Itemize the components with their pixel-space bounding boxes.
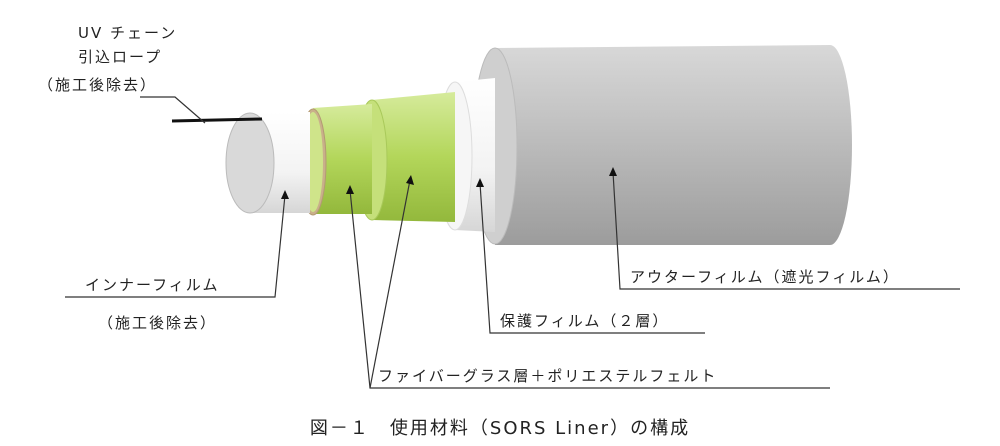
- outer-film-cylinder: [472, 45, 852, 245]
- rope-label-line1: UV チェーン: [78, 24, 178, 42]
- rope-line: [171, 117, 263, 123]
- rope-label-note: （施工後除去）: [38, 76, 158, 94]
- figure-caption: 図－１ 使用材料（SORS Liner）の構成: [309, 418, 691, 439]
- arrowheads: [281, 167, 617, 199]
- protective-film-label: 保護フィルム（２層）: [500, 312, 670, 330]
- fiberglass-label: ファイバーグラス層＋ポリエステルフェルト: [378, 367, 718, 385]
- fiberglass-layer-inner: [299, 104, 372, 216]
- inner-film-cylinder: [225, 112, 310, 214]
- outer-film-label: アウターフィルム（遮光フィルム）: [630, 268, 900, 286]
- rope-label-line2: 引込ロープ: [78, 48, 163, 66]
- inner-film-label: インナーフィルム: [85, 276, 220, 294]
- inner-film-note: （施工後除去）: [98, 314, 218, 332]
- leader-lines: [65, 96, 960, 389]
